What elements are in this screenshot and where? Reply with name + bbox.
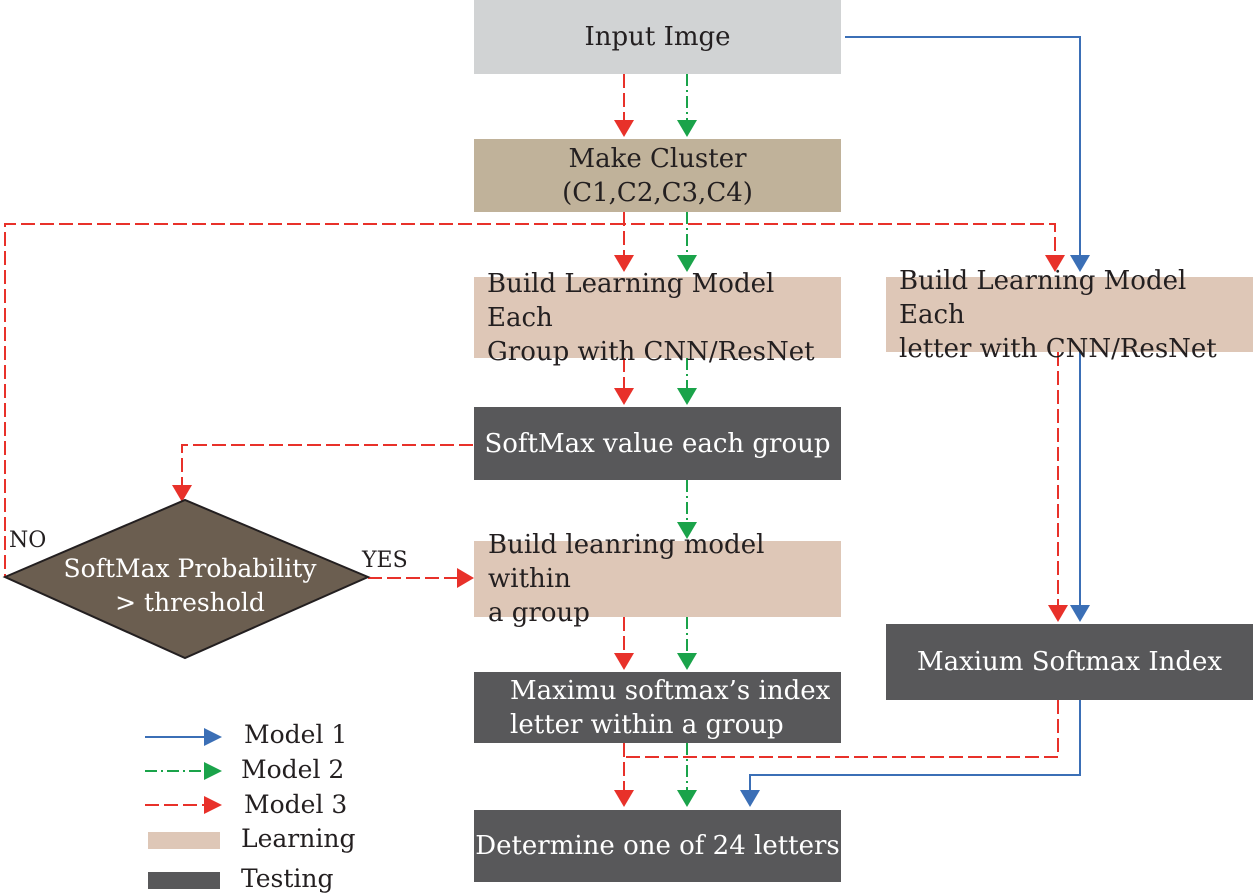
arrowheads (172, 120, 1090, 807)
legend-model2-label: Model 2 (241, 755, 345, 784)
decision-label: SoftMax Probability > threshold (63, 554, 317, 617)
arrowhead-red (614, 790, 634, 807)
arrowhead-red (614, 255, 634, 272)
input-image-node: Input Imge (474, 0, 841, 74)
max-index-within-group-node: Maximu softmax’s index letter within a g… (474, 672, 841, 743)
arrowhead-blue (740, 790, 760, 807)
max-softmax-index-node: Maxium Softmax Index (886, 624, 1253, 700)
legend-testing-swatch (148, 872, 220, 889)
arrowhead-blue (1070, 255, 1090, 272)
model1-edges (749, 36, 1081, 790)
arrowhead-red (614, 653, 634, 670)
build-group-model-label: Build Learning Model Each Group with CNN… (487, 268, 815, 367)
yes-label: YES (362, 548, 408, 573)
arrowhead-green (677, 653, 697, 670)
max-index-within-group-label: Maximu softmax’s index letter within a g… (510, 675, 831, 740)
legend-model3-label: Model 3 (244, 790, 348, 819)
build-within-group-label: Build leanring model within a group (488, 530, 765, 628)
softmax-group-label: SoftMax value each group (484, 428, 831, 459)
arrowhead-green (677, 120, 697, 137)
decision-diamond (2, 498, 371, 660)
arrowhead-blue (1070, 605, 1090, 622)
arrowhead-red (457, 568, 474, 588)
no-label: NO (9, 528, 47, 553)
model3-edges (4, 74, 1059, 790)
build-within-group-node: Build leanring model within a group (474, 530, 841, 628)
legend-lines (145, 728, 222, 889)
legend-arrowhead-green (204, 762, 222, 780)
legend-learning-label: Learning (241, 824, 356, 853)
arrowhead-green (677, 255, 697, 272)
determine-letter-node: Determine one of 24 letters (474, 810, 841, 882)
legend-arrowhead-blue (204, 728, 222, 746)
determine-letter-label: Determine one of 24 letters (475, 831, 840, 861)
legend-learning-swatch (148, 832, 220, 849)
arrowhead-green (677, 388, 697, 405)
make-cluster-label: Make Cluster (C1,C2,C3,C4) (562, 143, 753, 208)
legend-model1-label: Model 1 (244, 720, 348, 749)
input-image-label: Input Imge (584, 22, 731, 52)
build-letter-model-label: Build Learning Model Each letter with CN… (899, 265, 1217, 364)
make-cluster-node: Make Cluster (C1,C2,C3,C4) (474, 139, 841, 212)
arrowhead-green (677, 522, 697, 539)
arrowhead-green (677, 790, 697, 807)
arrowhead-red (614, 388, 634, 405)
legend-arrowhead-red (204, 796, 222, 814)
arrowhead-red (1048, 605, 1068, 622)
build-group-model-node: Build Learning Model Each Group with CNN… (474, 269, 841, 367)
arrowhead-red (614, 120, 634, 137)
softmax-group-node: SoftMax value each group (474, 407, 841, 480)
build-letter-model-node: Build Learning Model Each letter with CN… (886, 266, 1253, 364)
legend-testing-label: Testing (241, 864, 334, 893)
arrowhead-red (1045, 255, 1065, 272)
arrowhead-red (172, 485, 192, 502)
max-softmax-index-label: Maxium Softmax Index (916, 647, 1223, 677)
